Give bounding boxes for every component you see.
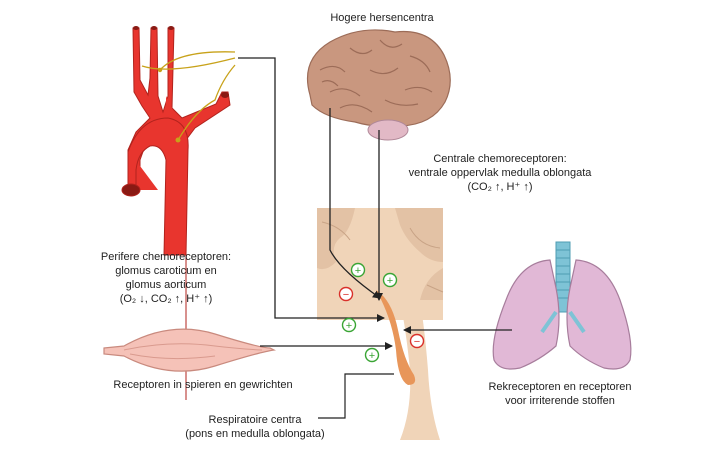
plus-sign: +	[350, 262, 366, 278]
peripheral-line4: (O₂ ↓, CO₂ ↑, H⁺ ↑)	[119, 293, 213, 305]
peripheral-line2: glomus caroticum en	[115, 265, 217, 277]
plus-sign: +	[382, 272, 398, 288]
svg-text:+: +	[387, 275, 393, 287]
central-line2: ventrale oppervlak medulla oblongata	[408, 167, 592, 179]
muscle-receptors-label: Receptoren in spieren en gewrichten	[113, 379, 293, 391]
plus-sign: +	[364, 347, 380, 363]
respiratory-line2: (pons en medulla oblongata)	[185, 428, 325, 440]
lung-receptors-label: Rekreceptoren en receptoren voor irriter…	[470, 380, 650, 408]
central-line3: (CO₂ ↑, H⁺ ↑)	[467, 181, 533, 193]
muscle-icon	[103, 328, 276, 372]
brain-icon	[306, 29, 451, 141]
respiratory-centers-label: Respiratoire centra (pons en medulla obl…	[180, 413, 330, 441]
svg-text:−: −	[343, 289, 349, 301]
lungs-icon	[492, 241, 632, 370]
sign-markers: + + + + − −	[338, 262, 425, 363]
brainstem-icon	[317, 208, 444, 440]
peripheral-chemoreceptors-label: Perifere chemoreceptoren: glomus carotic…	[96, 250, 236, 306]
peripheral-line3: glomus aorticum	[125, 279, 207, 291]
svg-text:+: +	[369, 350, 375, 362]
plus-sign: +	[341, 317, 357, 333]
peripheral-line1: Perifere chemoreceptoren:	[100, 251, 232, 263]
svg-text:−: −	[414, 336, 420, 348]
lungs-line1: Rekreceptoren en receptoren	[488, 381, 632, 393]
lungs-line2: voor irriterende stoffen	[505, 395, 615, 407]
signal-arrows	[238, 57, 512, 419]
leader-respiratory	[318, 373, 394, 419]
aorta-icon	[121, 26, 236, 400]
arrow-peripheral	[238, 57, 385, 322]
minus-sign: −	[338, 286, 354, 302]
central-chemoreceptors-label: Centrale chemoreceptoren: ventrale opper…	[390, 152, 610, 194]
brain-label: Hogere hersencentra	[330, 12, 434, 24]
minus-sign: −	[409, 333, 425, 349]
arrow-brain-1	[329, 108, 381, 299]
central-line1: Centrale chemoreceptoren:	[433, 153, 567, 165]
respiratory-line1: Respiratoire centra	[208, 414, 302, 426]
svg-text:+: +	[346, 320, 352, 332]
svg-text:+: +	[355, 265, 361, 277]
